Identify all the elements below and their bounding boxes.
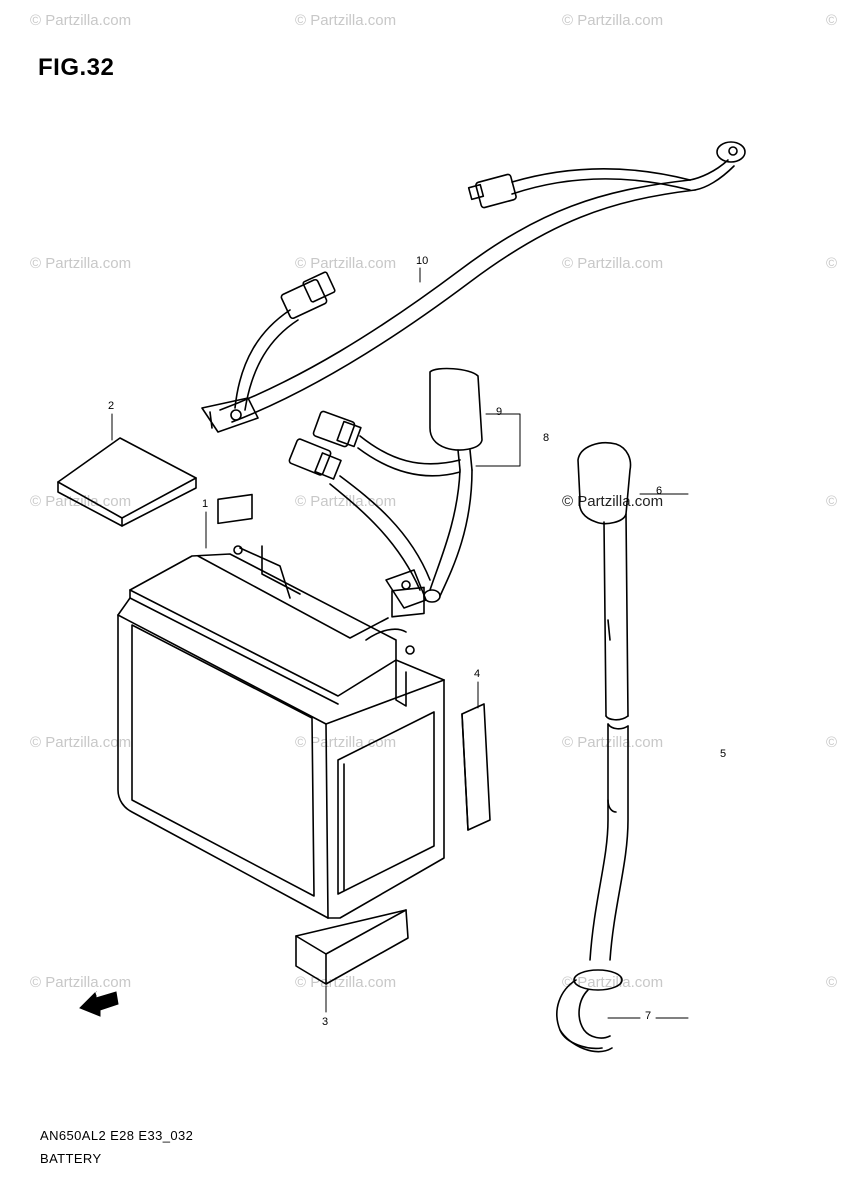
watermark: © Partzilla.com [295,255,397,272]
watermark: © Partzilla.com [562,974,664,991]
callout-9: 9 [496,406,503,418]
watermark: © Partzilla.com [295,974,397,991]
watermark: © Partzilla.com [562,493,664,510]
figure-caption: BATTERY [40,1151,102,1166]
callout-10: 10 [416,255,429,267]
callout-3: 3 [322,1016,329,1028]
watermark: © Partzilla.com [562,12,664,29]
part-3-cushion [295,909,409,985]
callout-7: 7 [645,1010,652,1022]
watermark: © Partzilla.com [562,734,664,751]
leader-lines [111,267,689,1019]
watermark-symbol: © [826,734,838,751]
figure-code: AN650AL2 E28 E33_032 [40,1128,194,1143]
callout-1: 1 [202,498,209,510]
watermark: © Partzilla.com [30,974,132,991]
watermark: © Partzilla.com [30,255,132,272]
watermark: © Partzilla.com [295,493,397,510]
watermark: © Partzilla.com [30,734,132,751]
watermark: © Partzilla.com [295,734,397,751]
watermark: © Partzilla.com [30,12,132,29]
callout-5: 5 [720,748,727,760]
watermark: © Partzilla.com [562,255,664,272]
part-8-9-harness [288,367,483,609]
callout-6: 6 [656,485,663,497]
callout-2: 2 [108,400,115,412]
part-5-negative-cable [556,442,632,1053]
watermark-symbol: © [826,974,838,991]
callout-4: 4 [474,668,481,680]
part-10-wire-harness [201,141,746,433]
part-4-strip [461,703,491,831]
figure-title: FIG.32 [38,54,115,81]
watermark-symbol: © [826,493,838,510]
watermark-symbol: © [826,255,838,272]
part-2-pad [57,437,197,527]
watermark-symbol: © [826,12,838,29]
part-1-battery [117,493,445,919]
watermark: © Partzilla.com [30,493,132,510]
callout-8: 8 [543,432,550,444]
fwd-arrow-icon [79,990,119,1017]
watermark: © Partzilla.com [295,12,397,29]
